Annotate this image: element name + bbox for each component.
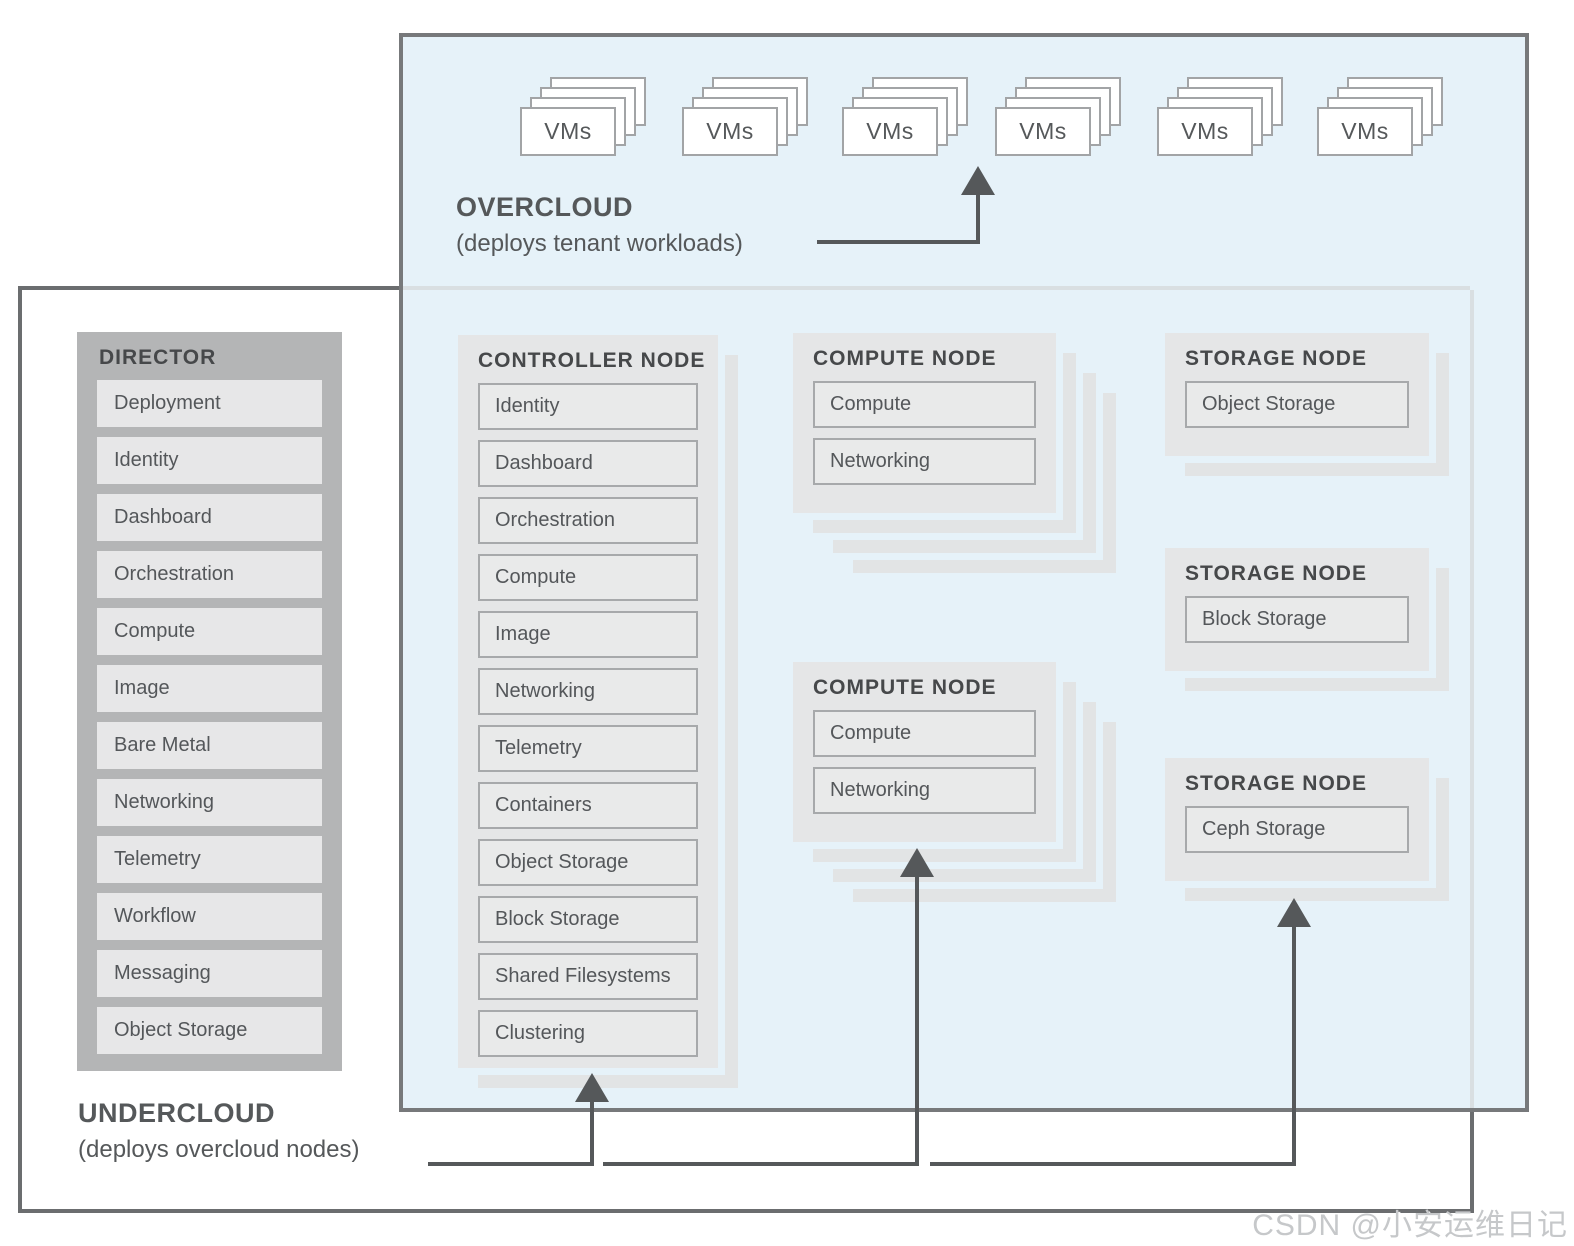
compute-node-title: COMPUTE NODE <box>813 347 997 370</box>
vm-label: VMs <box>1181 118 1229 144</box>
controller-item: Shared Filesystems <box>478 953 698 1000</box>
director-item: Dashboard <box>97 494 322 541</box>
storage-item: Object Storage <box>1185 381 1409 428</box>
vm-stack: VMs <box>1317 77 1443 156</box>
director-panel: DIRECTOR Deployment Identity Dashboard O… <box>77 332 342 1071</box>
controller-arrow-line <box>590 1100 594 1166</box>
compute-node-stack-layer <box>833 373 1096 553</box>
compute-node-panel-2: COMPUTE NODE Compute Networking <box>793 662 1056 842</box>
vm-label: VMs <box>544 118 592 144</box>
vm-stack: VMs <box>995 77 1121 156</box>
compute-node-stack-layer <box>853 393 1116 573</box>
compute-arrowhead-icon <box>900 848 934 877</box>
undercloud-connector-line <box>428 1162 594 1166</box>
vm-stack: VMs <box>1157 77 1283 156</box>
director-item: Bare Metal <box>97 722 322 769</box>
vm-label: VMs <box>866 118 914 144</box>
storage-item: Block Storage <box>1185 596 1409 643</box>
controller-arrowhead-icon <box>575 1073 609 1102</box>
director-item: Object Storage <box>97 1007 322 1054</box>
storage-node-panel-3: STORAGE NODE Ceph Storage <box>1165 758 1429 881</box>
compute-node-title: COMPUTE NODE <box>813 676 997 699</box>
vm-stack: VMs <box>682 77 808 156</box>
overcloud-title: OVERCLOUD <box>456 192 634 222</box>
overcloud-arrow-line <box>976 195 980 244</box>
director-item: Orchestration <box>97 551 322 598</box>
vm-label: VMs <box>706 118 754 144</box>
storage-node-title: STORAGE NODE <box>1185 562 1367 585</box>
director-item: Workflow <box>97 893 322 940</box>
compute-item: Networking <box>813 438 1036 485</box>
controller-item: Containers <box>478 782 698 829</box>
undercloud-connector-line <box>930 1162 1296 1166</box>
compute-item: Compute <box>813 710 1036 757</box>
director-item: Deployment <box>97 380 322 427</box>
compute-item: Compute <box>813 381 1036 428</box>
controller-node-stack-layer <box>478 355 738 1088</box>
undercloud-border-overlay-top <box>403 286 1470 290</box>
undercloud-title: UNDERCLOUD <box>78 1098 275 1128</box>
vm-stack: VMs <box>520 77 646 156</box>
compute-item: Networking <box>813 767 1036 814</box>
watermark: CSDN @小安运维日记 <box>1252 1209 1568 1242</box>
storage-arrowhead-icon <box>1277 898 1311 927</box>
director-item: Image <box>97 665 322 712</box>
undercloud-label: UNDERCLOUD (deploys overcloud nodes) <box>78 1098 360 1164</box>
compute-node-stack-layer <box>813 353 1076 533</box>
controller-item: Object Storage <box>478 839 698 886</box>
vm-card-front: VMs <box>1157 107 1253 156</box>
director-title: DIRECTOR <box>99 346 217 369</box>
storage-node-title: STORAGE NODE <box>1185 347 1367 370</box>
compute-node-stack-layer <box>833 702 1096 882</box>
undercloud-connector-line <box>603 1162 919 1166</box>
compute-node-stack-layer <box>813 682 1076 862</box>
director-item: Telemetry <box>97 836 322 883</box>
director-item: Identity <box>97 437 322 484</box>
controller-item: Block Storage <box>478 896 698 943</box>
storage-arrow-line <box>1292 926 1296 1166</box>
vm-card-front: VMs <box>842 107 938 156</box>
storage-node-title: STORAGE NODE <box>1185 772 1367 795</box>
controller-node-panel: CONTROLLER NODE Identity Dashboard Orche… <box>458 335 718 1068</box>
vm-card-front: VMs <box>995 107 1091 156</box>
compute-arrow-line <box>915 876 919 1166</box>
storage-node-panel-1: STORAGE NODE Object Storage <box>1165 333 1429 456</box>
vm-card-front: VMs <box>520 107 616 156</box>
controller-node-title: CONTROLLER NODE <box>478 349 706 372</box>
vm-card-front: VMs <box>1317 107 1413 156</box>
overcloud-arrowhead-icon <box>961 166 995 195</box>
vm-card-front: VMs <box>682 107 778 156</box>
controller-item: Identity <box>478 383 698 430</box>
vm-label: VMs <box>1341 118 1389 144</box>
controller-item: Clustering <box>478 1010 698 1057</box>
storage-node-stack-layer <box>1185 778 1449 901</box>
controller-item: Orchestration <box>478 497 698 544</box>
director-item: Messaging <box>97 950 322 997</box>
undercloud-border-overlay-right <box>1470 290 1474 1108</box>
storage-node-stack-layer <box>1185 353 1449 476</box>
undercloud-subtitle: (deploys overcloud nodes) <box>78 1136 360 1163</box>
controller-item: Image <box>478 611 698 658</box>
storage-node-panel-2: STORAGE NODE Block Storage <box>1165 548 1429 671</box>
overcloud-arrow-line <box>817 240 980 244</box>
controller-item: Telemetry <box>478 725 698 772</box>
director-item: Compute <box>97 608 322 655</box>
vm-stack: VMs <box>842 77 968 156</box>
director-item: Networking <box>97 779 322 826</box>
controller-item: Networking <box>478 668 698 715</box>
overcloud-subtitle: (deploys tenant workloads) <box>456 230 743 257</box>
overcloud-label: OVERCLOUD (deploys tenant workloads) <box>456 192 743 258</box>
vm-label: VMs <box>1019 118 1067 144</box>
storage-node-stack-layer <box>1185 568 1449 691</box>
storage-item: Ceph Storage <box>1185 806 1409 853</box>
controller-item: Dashboard <box>478 440 698 487</box>
compute-node-panel-1: COMPUTE NODE Compute Networking <box>793 333 1056 513</box>
controller-item: Compute <box>478 554 698 601</box>
